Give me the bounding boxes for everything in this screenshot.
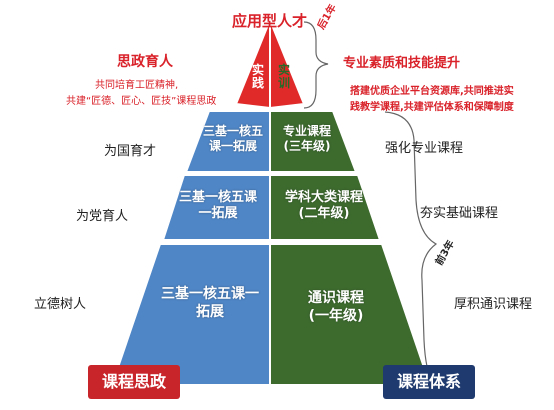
apex-left-label: 实践 xyxy=(252,63,265,91)
tier-middle-right-line2: (二年级) xyxy=(298,206,350,222)
tier-bottom-right-line2: (一年级) xyxy=(308,307,364,324)
tier-bottom-left-text: 三基一核五课一 拓展 xyxy=(150,286,270,321)
tier-middle-right-text: 学科大类课程 (二年级) xyxy=(274,190,374,223)
left-desc-line2: 共建“匠德、匠心、匠技”课程思政 xyxy=(66,96,217,107)
right-item-3: 厚积通识课程 xyxy=(454,297,533,312)
right-item-2: 夯实基础课程 xyxy=(420,206,499,221)
tier-top-left-text: 三基一核五 课一拓展 xyxy=(198,124,268,154)
tier-left-top xyxy=(184,110,271,173)
top-title: 应用型人才 xyxy=(232,12,308,30)
badge-course-system: 课程体系 xyxy=(383,365,475,399)
right-desc-line1: 搭建优质企业平台资源库,共同推进实 xyxy=(350,86,514,97)
tier-bottom-right-text: 通识课程 (一年级) xyxy=(276,290,396,325)
right-desc-line2: 践教学课程,共建评估体系和保障制度 xyxy=(350,102,514,113)
brace-first xyxy=(384,111,441,387)
tier-bottom-left-line1: 三基一核五课一 xyxy=(161,286,259,302)
badge-course-ideology: 课程思政 xyxy=(88,365,180,399)
right-heading: 专业素质和技能提升 xyxy=(343,56,461,71)
left-item-3: 立德树人 xyxy=(34,297,87,312)
tier-middle-left-text: 三基一核五课 一拓展 xyxy=(168,190,268,223)
tier-top-right-text: 专业课程 (三年级) xyxy=(272,124,342,154)
tier-middle-left-line1: 三基一核五课 xyxy=(178,190,257,205)
brace-later xyxy=(303,21,329,109)
tier-top-right-line1: 专业课程 xyxy=(282,124,331,138)
tier-left-bottom xyxy=(110,243,271,386)
tier-top-left-line1: 三基一核五 xyxy=(202,124,263,138)
tier-top-right-line2: (三年级) xyxy=(283,139,331,153)
tier-bottom-right-line1: 通识课程 xyxy=(308,290,364,306)
tier-bottom-left-line2: 拓展 xyxy=(196,303,224,320)
left-item-1: 为国育才 xyxy=(104,144,157,159)
left-item-2: 为党育人 xyxy=(76,209,129,224)
tier-top-left-line2: 课一拓展 xyxy=(208,139,257,153)
tier-middle-left-line2: 一拓展 xyxy=(198,206,238,222)
tier-left-middle xyxy=(161,174,271,241)
left-heading: 思政育人 xyxy=(117,54,173,70)
left-desc-line1: 共同培育工匠精神, xyxy=(95,80,179,91)
apex-left xyxy=(234,19,271,110)
right-item-1: 强化专业课程 xyxy=(385,141,464,156)
apex-right-label: 实训 xyxy=(278,63,291,91)
tier-middle-right-line1: 学科大类课程 xyxy=(284,190,363,205)
